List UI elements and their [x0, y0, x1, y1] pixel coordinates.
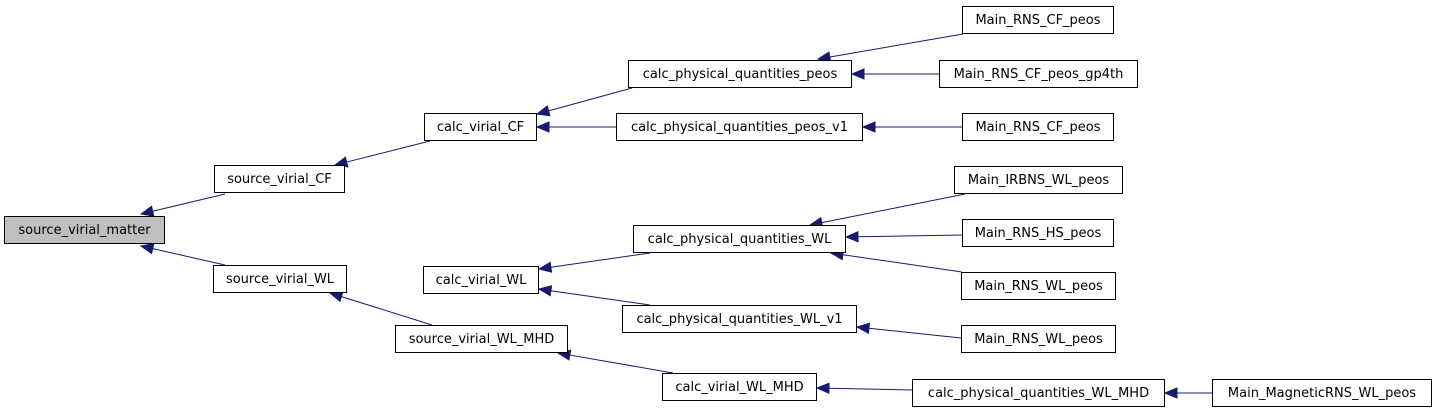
- edge-arrowhead-19: [1163, 387, 1178, 399]
- edge-arrowhead-6: [535, 105, 551, 117]
- edge-arrowhead-12: [850, 68, 865, 80]
- edge-line-8: [550, 252, 651, 268]
- node-main-irbns-wl-peos[interactable]: Main_IRBNS_WL_peos: [954, 166, 1123, 194]
- edge-line-18: [828, 387, 913, 391]
- edge-line-16: [842, 254, 963, 273]
- edge-line-14: [821, 193, 966, 224]
- edge-arrowhead-5: [328, 291, 344, 303]
- edge-line-10: [569, 354, 674, 374]
- edge-line-11: [829, 33, 964, 58]
- node-calc-physical-quantities-wl-mhd[interactable]: calc_physical_quantities_WL_MHD: [912, 379, 1165, 407]
- edge-arrowhead-15: [844, 231, 859, 243]
- edge-line-5: [341, 296, 433, 326]
- edge-line-9: [550, 290, 651, 306]
- edge-arrowhead-2: [139, 243, 155, 255]
- edge-line-1: [152, 193, 226, 212]
- node-main-magneticrns-wl-peos[interactable]: Main_MagneticRNS_WL_peos: [1212, 379, 1432, 407]
- node-main-rns-wl-peos-2[interactable]: Main_RNS_WL_peos: [961, 325, 1116, 353]
- edge-arrowhead-18: [815, 382, 830, 395]
- edge-arrowhead-17: [855, 322, 871, 335]
- node-main-rns-hs-peos[interactable]: Main_RNS_HS_peos: [962, 219, 1114, 247]
- node-source-virial-matter: source_virial_matter: [4, 216, 165, 244]
- node-calc-virial-wl[interactable]: calc_virial_WL: [423, 266, 539, 294]
- edge-arrowhead-1: [139, 205, 155, 217]
- edge-line-6: [548, 87, 633, 112]
- edge-line-17: [868, 327, 962, 339]
- edge-arrowhead-8: [537, 261, 553, 273]
- node-calc-physical-quantities-wl[interactable]: calc_physical_quantities_WL: [633, 225, 846, 253]
- node-calc-virial-wl-mhd[interactable]: calc_virial_WL_MHD: [662, 373, 817, 401]
- node-main-rns-wl-peos-1[interactable]: Main_RNS_WL_peos: [961, 272, 1116, 300]
- edge-arrowhead-7: [535, 121, 550, 133]
- edge-line-3: [346, 140, 431, 163]
- edge-line-15: [857, 234, 963, 238]
- edge-line-2: [152, 248, 226, 266]
- node-calc-physical-quantities-wl-v1[interactable]: calc_physical_quantities_WL_v1: [622, 305, 857, 333]
- node-source-virial-wl[interactable]: source_virial_WL: [213, 265, 347, 293]
- node-main-rns-cf-peos-2[interactable]: Main_RNS_CF_peos: [962, 113, 1114, 141]
- edge-arrowhead-9: [537, 285, 553, 297]
- node-source-virial-wl-mhd[interactable]: source_virial_WL_MHD: [395, 325, 568, 353]
- node-source-virial-cf[interactable]: source_virial_CF: [214, 165, 345, 193]
- node-main-rns-cf-peos-1[interactable]: Main_RNS_CF_peos: [962, 6, 1114, 34]
- node-main-rns-cf-peos-gp4th[interactable]: Main_RNS_CF_peos_gp4th: [939, 60, 1138, 88]
- node-calc-virial-cf[interactable]: calc_virial_CF: [424, 113, 537, 141]
- node-calc-physical-quantities-peos-v1[interactable]: calc_physical_quantities_peos_v1: [616, 113, 863, 141]
- node-calc-physical-quantities-peos[interactable]: calc_physical_quantities_peos: [628, 60, 852, 88]
- edge-arrowhead-13: [861, 121, 876, 133]
